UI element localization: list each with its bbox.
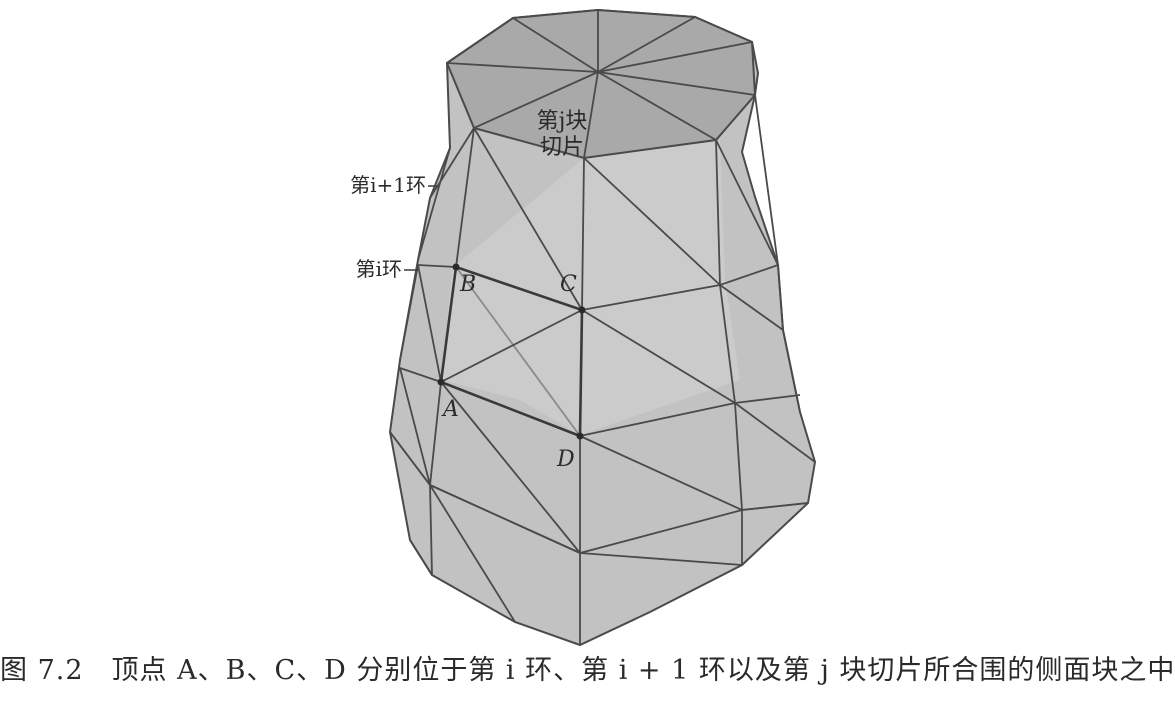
top-cap [445,8,757,160]
edge-da [440,380,581,438]
vertex-b-dot [452,263,460,271]
vertex-c-dot [578,306,586,314]
vertex-c-label: C [560,272,577,297]
vertex-d-dot [576,432,584,440]
vertex-d-label: D [556,447,575,472]
slice-label-line1: 第j块 [537,109,588,134]
mesh-edges [389,10,816,645]
face-abcd [439,265,584,438]
edge-cd [578,309,584,437]
edge-ab [439,266,458,383]
ring-leaders [404,185,437,271]
vertex-a-label: A [441,397,459,422]
ring-upper-label: 第i+1环 [350,173,426,197]
slice-label-line2: 切片 [540,135,584,160]
mesh-body [388,8,817,647]
edge-bc [455,265,583,312]
ring-lower-label: 第i环 [356,257,402,281]
vertex-a-dot [437,378,445,386]
figure-caption: 图 7.2 顶点 A、B、C、D 分别位于第 i 环、第 i + 1 环以及第 … [0,655,1175,686]
vertex-b-label: B [459,272,476,297]
